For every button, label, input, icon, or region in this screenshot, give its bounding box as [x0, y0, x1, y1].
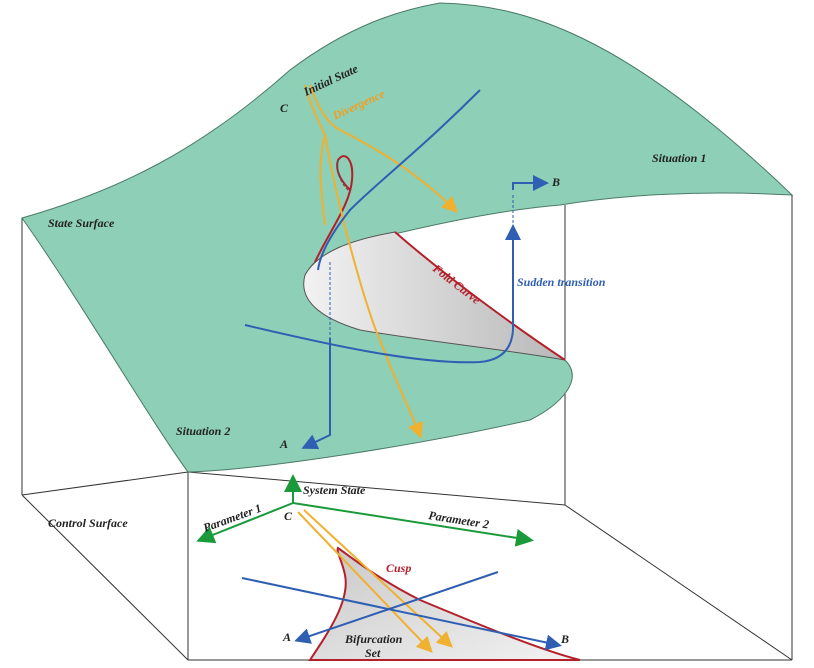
label-set: Set: [365, 646, 381, 660]
fold-curve-hidden: [337, 159, 351, 193]
label-situation-1: Situation 1: [652, 151, 706, 165]
label-point-a-top: A: [279, 437, 288, 451]
label-point-a-bottom: A: [282, 630, 291, 644]
label-point-b-top: B: [551, 175, 560, 189]
label-situation-2: Situation 2: [176, 424, 230, 438]
label-point-b-bottom: B: [560, 632, 569, 646]
label-system-state: System State: [303, 483, 366, 497]
label-point-c-top: C: [280, 101, 289, 115]
label-cusp: Cusp: [386, 561, 411, 575]
label-state-surface: State Surface: [48, 216, 115, 230]
fold-curve-upper: [314, 155, 354, 263]
bifurcation-set: [308, 546, 581, 661]
state-surface: [21, 2, 794, 473]
divergence-paths: [304, 84, 458, 439]
label-bifurcation: Bifurcation: [344, 632, 403, 646]
control-orange-paths: [297, 509, 453, 653]
fold-curve: [394, 231, 566, 361]
label-control-surface: Control Surface: [48, 516, 128, 530]
control-blue-paths: [241, 571, 562, 651]
label-sudden-transition: Sudden transition: [517, 275, 606, 289]
label-point-c-bottom: C: [284, 509, 293, 523]
axes: [196, 474, 534, 547]
transition-paths: [244, 89, 549, 450]
